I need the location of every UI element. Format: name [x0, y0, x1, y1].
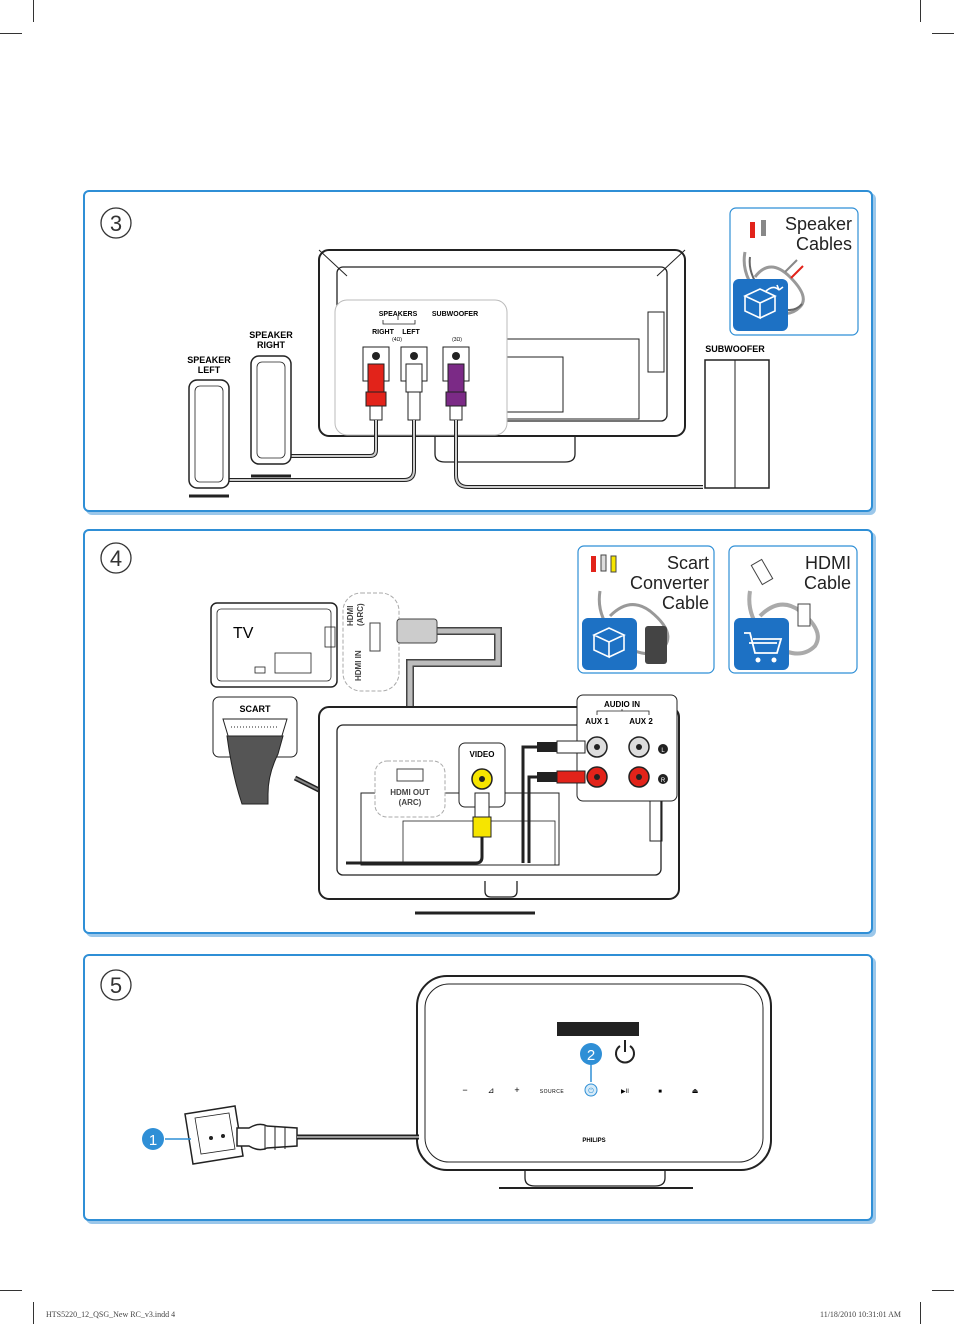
crop-mark [920, 0, 921, 22]
brand-logo: PHILIPS [582, 1138, 605, 1144]
accessory-label-line: HDMI [805, 553, 851, 573]
tv-label: TV [233, 625, 254, 642]
accessory-label-line: Cable [804, 573, 851, 593]
wall-socket [184, 1105, 244, 1165]
step-4-panel: 4 Scart Converter Cable HDMI Cable TV [83, 529, 873, 934]
audio-in-label: AUDIO IN [604, 700, 640, 709]
power-icon [615, 1040, 635, 1064]
step-number: 5 [110, 973, 122, 998]
subwoofer-header: SUBWOOFER [432, 311, 478, 318]
accessory-label-line: Speaker [785, 214, 852, 234]
standby-button[interactable] [584, 1083, 598, 1097]
source-button[interactable]: SOURCE [540, 1089, 565, 1095]
standby-button-label: ⏻ [588, 1087, 594, 1095]
speaker-right: SPEAKER RIGHT [249, 330, 293, 478]
play-pause-button[interactable]: ▶II [621, 1089, 629, 1095]
video-port-callout: VIDEO [458, 742, 506, 838]
r-label: R [661, 778, 666, 784]
crop-mark [0, 1290, 22, 1291]
footer-filename: HTS5220_12_QSG_New RC_v3.indd 4 [46, 1310, 176, 1319]
aux2-label: AUX 2 [629, 717, 653, 726]
speaker-cables-card: Speaker Cables [729, 207, 859, 336]
display [557, 1022, 639, 1036]
speaker-right-label: SPEAKER [249, 330, 293, 340]
accessory-label-line: Scart [667, 553, 709, 573]
impedance-subwoofer: (3Ω) [452, 337, 462, 343]
callout-marker [142, 1128, 164, 1150]
speaker-left: SPEAKER LEFT [187, 355, 231, 498]
subwoofer: SUBWOOFER [704, 344, 770, 489]
crop-mark [932, 33, 954, 34]
hdmi-out-callout: HDMI OUT (ARC) [374, 760, 446, 818]
step-3-panel: 3 Speaker Cables SPEAKERS RIGHT LEFT (4Ω… [83, 190, 873, 512]
accessory-label-line: Cable [662, 593, 709, 613]
hdmi-out-label: HDMI OUT [390, 788, 430, 797]
callout-2: 2 [587, 1047, 595, 1064]
right-label: RIGHT [372, 329, 395, 336]
subwoofer-label: SUBWOOFER [705, 344, 765, 354]
crop-mark [33, 0, 34, 22]
shopping-cart-icon [734, 618, 789, 670]
crop-mark [33, 1302, 34, 1324]
scart-label: SCART [240, 704, 272, 714]
hdmi-arc-label: (ARC) [356, 603, 365, 626]
crop-mark [0, 33, 22, 34]
accessory-label-line: Cables [796, 234, 852, 254]
hdmi-cable-card: HDMI Cable [728, 545, 858, 674]
volume-up-button[interactable]: + [514, 1085, 519, 1095]
footer-timestamp: 11/18/2010 10:31:01 AM [820, 1310, 902, 1319]
step-number-circle [100, 969, 132, 1001]
speaker-connector-panel: SPEAKERS RIGHT LEFT (4Ω) SUBWOOFER (3Ω) [334, 299, 508, 436]
tv: TV [210, 602, 338, 688]
hdmi-arc-label: HDMI [346, 606, 355, 626]
crop-mark [920, 1302, 921, 1324]
callout-1: 1 [149, 1132, 157, 1149]
step-5-panel: 5 − ⊿ + SOURCE ⏻ ▶II ■ ⏏ PHILIPS 2 1 [83, 954, 873, 1221]
step-number: 4 [110, 546, 122, 571]
l-label: L [661, 748, 665, 754]
main-unit-front [416, 975, 772, 1189]
step-number: 3 [110, 211, 122, 236]
aux1-label: AUX 1 [585, 717, 609, 726]
eject-button[interactable]: ⏏ [692, 1088, 699, 1095]
crop-mark [932, 1290, 954, 1291]
volume-icon: ⊿ [488, 1086, 495, 1095]
scart-cable-card: Scart Converter Cable [577, 545, 715, 674]
callout-marker [580, 1043, 602, 1065]
volume-down-button[interactable]: − [462, 1085, 467, 1095]
audio-in-callout: AUDIO IN AUX 1 AUX 2 L R [576, 694, 678, 802]
speakers-header: SPEAKERS [379, 311, 418, 318]
step-number-circle [100, 207, 132, 239]
accessory-label-line: Converter [630, 573, 709, 593]
speaker-right-label: RIGHT [257, 340, 286, 350]
impedance-speakers: (4Ω) [392, 337, 402, 343]
stop-button[interactable]: ■ [658, 1089, 662, 1095]
video-label: VIDEO [470, 750, 495, 759]
hdmi-in-callout: HDMI IN HDMI (ARC) [342, 592, 400, 692]
speaker-left-label: LEFT [198, 365, 221, 375]
hdmi-in-label: HDMI IN [354, 650, 363, 681]
hdmi-out-label: (ARC) [399, 798, 422, 807]
speaker-left-label: SPEAKER [187, 355, 231, 365]
step-number-circle [100, 542, 132, 574]
power-plug [236, 1123, 298, 1151]
left-label: LEFT [402, 329, 420, 336]
